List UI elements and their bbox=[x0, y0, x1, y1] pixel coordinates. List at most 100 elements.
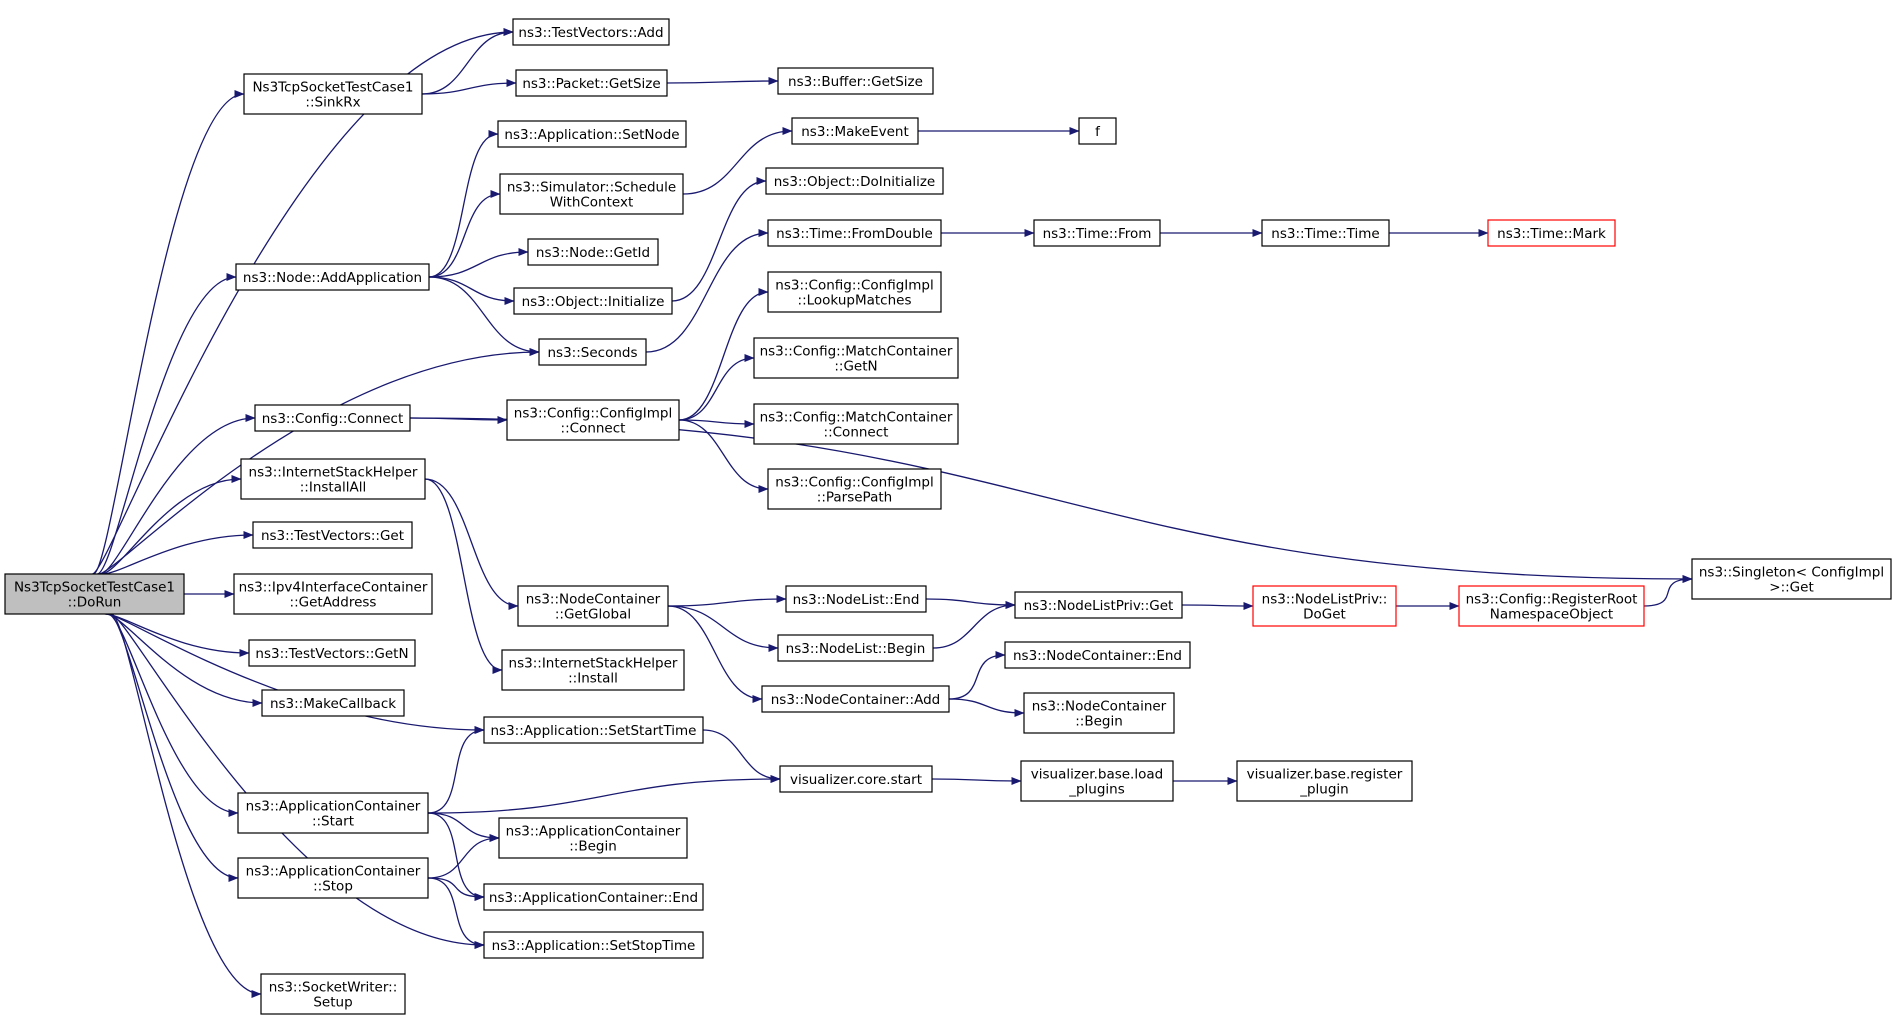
node-box bbox=[1487, 219, 1616, 247]
node-nc-add[interactable]: ns3::NodeContainer::Add bbox=[761, 685, 950, 713]
node-box bbox=[753, 337, 959, 379]
node-label-line: ns3::Time::Time bbox=[1271, 226, 1379, 242]
node-make-cb[interactable]: ns3::MakeCallback bbox=[261, 689, 405, 717]
node-ac-end[interactable]: ns3::ApplicationContainer::End bbox=[483, 883, 704, 911]
node-label-line: ns3::InternetStackHelper bbox=[509, 656, 678, 672]
node-label-line: ns3::Singleton< ConfigImpl bbox=[1699, 565, 1884, 581]
node-parsepath[interactable]: ns3::Config::ConfigImpl::ParsePath bbox=[767, 468, 942, 510]
node-ish-installall[interactable]: ns3::InternetStackHelper::InstallAll bbox=[240, 458, 426, 500]
node-label-line: ns3::Application::SetStartTime bbox=[491, 723, 697, 739]
node-label-line: ::GetAddress bbox=[290, 595, 377, 611]
node-box bbox=[1252, 585, 1397, 627]
node-label-line: ns3::InternetStackHelper bbox=[249, 465, 418, 481]
node-singleton-get[interactable]: ns3::Singleton< ConfigImpl >::Get bbox=[1691, 558, 1892, 600]
node-time-time[interactable]: ns3::Time::Time bbox=[1261, 219, 1390, 247]
node-box bbox=[753, 403, 959, 445]
node-label-line: visualizer.core.start bbox=[790, 772, 922, 788]
node-obj-init[interactable]: ns3::Object::Initialize bbox=[513, 287, 673, 315]
node-box bbox=[483, 883, 704, 911]
node-vis-load[interactable]: visualizer.base.load_plugins bbox=[1020, 760, 1174, 802]
call-edge bbox=[948, 698, 1025, 717]
node-nlp-doget[interactable]: ns3::NodeListPriv::DoGet bbox=[1252, 585, 1397, 627]
call-edge bbox=[428, 276, 540, 356]
call-edge bbox=[667, 595, 787, 607]
node-label-line: ns3::ApplicationContainer bbox=[506, 824, 681, 840]
node-label-line: ::Install bbox=[568, 671, 618, 687]
node-label-line: ::DoRun bbox=[68, 595, 122, 611]
node-f[interactable]: f bbox=[1078, 117, 1117, 145]
node-box bbox=[761, 685, 950, 713]
node-mc-getn[interactable]: ns3::Config::MatchContainer::GetN bbox=[753, 337, 959, 379]
node-cfgimpl-connect[interactable]: ns3::Config::ConfigImpl::Connect bbox=[506, 399, 680, 441]
node-app-setnode[interactable]: ns3::Application::SetNode bbox=[497, 120, 687, 148]
node-nc-getglobal[interactable]: ns3::NodeContainer::GetGlobal bbox=[517, 585, 669, 627]
call-edge bbox=[427, 812, 500, 842]
call-edge bbox=[678, 419, 755, 428]
node-root[interactable]: Ns3TcpSocketTestCase1::DoRun bbox=[4, 573, 185, 615]
node-box bbox=[237, 792, 429, 834]
node-app-setstop[interactable]: ns3::Application::SetStopTime bbox=[483, 931, 704, 959]
node-box bbox=[497, 120, 687, 148]
call-edge bbox=[667, 605, 763, 703]
node-ac-start[interactable]: ns3::ApplicationContainer::Start bbox=[237, 792, 429, 834]
node-box bbox=[1033, 219, 1161, 247]
node-box bbox=[765, 167, 944, 195]
node-label-line: f bbox=[1095, 124, 1101, 140]
node-app-setstart[interactable]: ns3::Application::SetStartTime bbox=[483, 716, 704, 744]
node-vis-start[interactable]: visualizer.core.start bbox=[779, 765, 933, 793]
node-label-line: Setup bbox=[313, 995, 352, 1011]
node-nc-end[interactable]: ns3::NodeContainer::End bbox=[1004, 641, 1191, 669]
node-box bbox=[785, 585, 927, 613]
node-ipv4-getaddr[interactable]: ns3::Ipv4InterfaceContainer::GetAddress bbox=[233, 573, 433, 615]
node-label-line: ::Begin bbox=[569, 839, 617, 855]
node-box bbox=[779, 765, 933, 793]
node-make-event[interactable]: ns3::MakeEvent bbox=[791, 117, 919, 145]
node-tv-get[interactable]: ns3::TestVectors::Get bbox=[252, 521, 413, 549]
node-node-addapp[interactable]: ns3::Node::AddApplication bbox=[235, 263, 430, 291]
node-box bbox=[498, 817, 688, 859]
call-edge bbox=[99, 414, 256, 575]
node-time-from[interactable]: ns3::Time::From bbox=[1033, 219, 1161, 247]
call-edge bbox=[1181, 601, 1254, 610]
node-seconds[interactable]: ns3::Seconds bbox=[538, 338, 647, 366]
node-box bbox=[515, 69, 668, 97]
node-tv-getn[interactable]: ns3::TestVectors::GetN bbox=[248, 639, 416, 667]
call-edge bbox=[424, 478, 503, 674]
node-pkt-getsize[interactable]: ns3::Packet::GetSize bbox=[515, 69, 668, 97]
node-box bbox=[233, 573, 433, 615]
node-vis-register[interactable]: visualizer.base.register_plugin bbox=[1236, 760, 1413, 802]
node-sinkrx[interactable]: Ns3TcpSocketTestCase1::SinkRx bbox=[243, 73, 423, 115]
node-label-line: ns3::Ipv4InterfaceContainer bbox=[239, 580, 428, 596]
node-sw-setup[interactable]: ns3::SocketWriter::Setup bbox=[260, 973, 406, 1015]
node-ac-begin[interactable]: ns3::ApplicationContainer::Begin bbox=[498, 817, 688, 859]
node-obj-doinit[interactable]: ns3::Object::DoInitialize bbox=[765, 167, 944, 195]
node-box bbox=[237, 857, 429, 899]
node-time-mark[interactable]: ns3::Time::Mark bbox=[1487, 219, 1616, 247]
call-edge bbox=[421, 79, 517, 95]
node-lookup[interactable]: ns3::Config::ConfigImpl::LookupMatches bbox=[767, 271, 942, 313]
call-edge bbox=[645, 229, 769, 353]
node-node-getid[interactable]: ns3::Node::GetId bbox=[527, 238, 659, 266]
node-nc-begin[interactable]: ns3::NodeContainer::Begin bbox=[1023, 692, 1175, 734]
node-ish-install[interactable]: ns3::InternetStackHelper::Install bbox=[501, 649, 685, 691]
node-label-line: ::Begin bbox=[1075, 714, 1123, 730]
call-edge bbox=[948, 651, 1006, 700]
node-label-line: ns3::Object::DoInitialize bbox=[774, 174, 936, 190]
node-cfg-connect[interactable]: ns3::Config::Connect bbox=[254, 404, 411, 432]
node-buf-getsize[interactable]: ns3::Buffer::GetSize bbox=[777, 67, 934, 95]
node-mc-connect[interactable]: ns3::Config::MatchContainer::Connect bbox=[753, 403, 959, 445]
node-box bbox=[235, 263, 430, 291]
node-box bbox=[767, 219, 942, 247]
node-box bbox=[767, 271, 942, 313]
node-nl-begin[interactable]: ns3::NodeList::Begin bbox=[777, 634, 934, 662]
node-label-line: ns3::ApplicationContainer::End bbox=[489, 890, 698, 906]
call-edge bbox=[101, 475, 242, 575]
node-time-fromdouble[interactable]: ns3::Time::FromDouble bbox=[767, 219, 942, 247]
node-nlp-get[interactable]: ns3::NodeListPriv::Get bbox=[1014, 591, 1183, 619]
node-nl-end[interactable]: ns3::NodeList::End bbox=[785, 585, 927, 613]
node-ac-stop[interactable]: ns3::ApplicationContainer::Stop bbox=[237, 857, 429, 899]
node-label-line: ns3::Config::ConfigImpl bbox=[775, 475, 933, 491]
node-tv-add[interactable]: ns3::TestVectors::Add bbox=[512, 18, 670, 46]
